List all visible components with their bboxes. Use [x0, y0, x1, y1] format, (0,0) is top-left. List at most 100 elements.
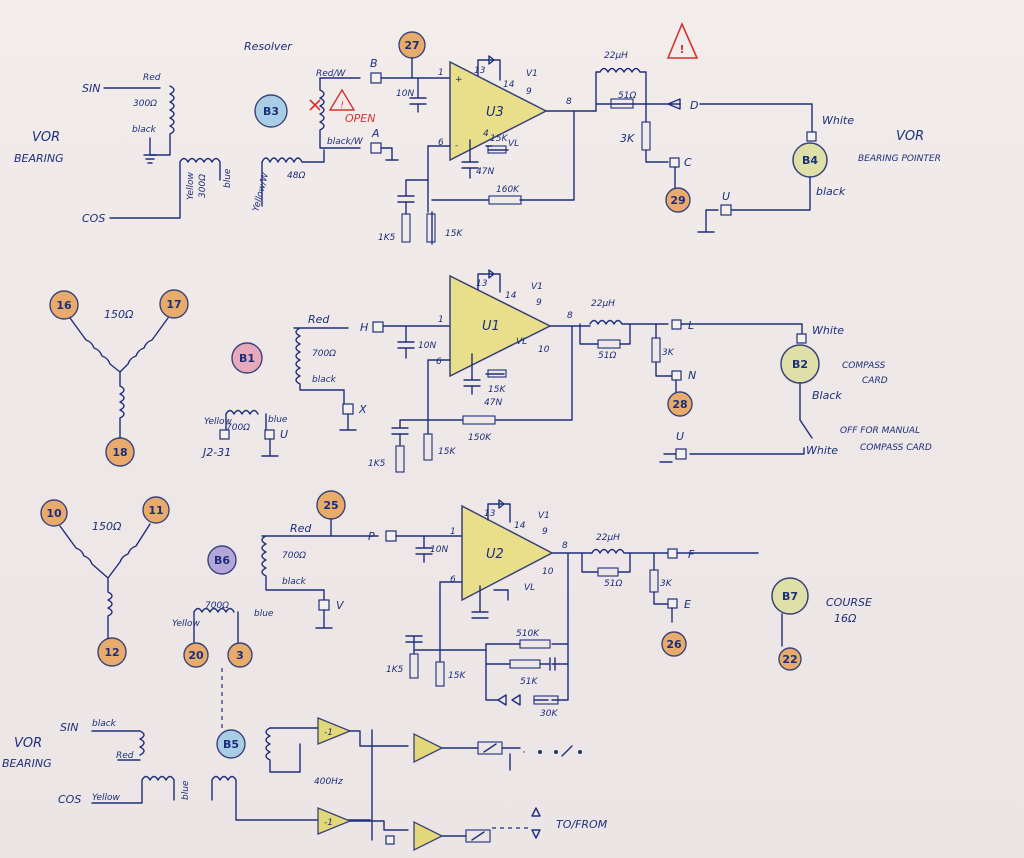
badge-26-label: 26 — [666, 638, 682, 651]
compass-red-label: Red — [308, 313, 330, 326]
compass-black-label2: Black — [812, 389, 842, 402]
vor2-subtitle: BEARING — [2, 757, 52, 770]
pin-badge-29 — [665, 187, 691, 213]
u1-r51 — [597, 339, 621, 349]
u1-pin8: 8 — [567, 311, 573, 321]
pointer-black-label: black — [816, 185, 846, 198]
course-synchro-windings — [59, 523, 151, 639]
course-section: 10 11 12 150Ω B6 25 Red 700Ω black V Yel… — [40, 490, 872, 719]
u3-v1: V1 — [526, 69, 538, 79]
u2-r510k-label: 510K — [516, 629, 540, 639]
compass-card-lead — [680, 323, 803, 339]
u3-top-network — [477, 55, 501, 81]
badge-12-label: 12 — [104, 646, 119, 659]
inverter-outputs — [349, 729, 409, 841]
u2-cap-label: 10N — [430, 545, 448, 555]
u2-r1k5 — [409, 653, 419, 679]
pin-x — [342, 403, 354, 415]
u3-output-filter — [595, 67, 681, 112]
r300a-label: 300Ω — [133, 99, 157, 109]
pin-x-ground — [339, 413, 357, 431]
pin-u-label: U — [722, 190, 730, 203]
u2-output-filter — [581, 548, 669, 573]
u1-bottom-network — [463, 353, 505, 395]
u3-pin9: 9 — [526, 87, 532, 97]
badge-29-label: 29 — [670, 194, 685, 207]
b5-winding-2 — [265, 727, 301, 773]
course-meter-lead — [676, 552, 783, 647]
resolver-label: Resolver — [244, 40, 293, 53]
compass-yellow-label: Yellow — [204, 417, 233, 427]
tofrom-section: VOR BEARING SIN black Red COS Yellow blu… — [2, 668, 608, 852]
u2-pin13: 13 — [484, 509, 496, 519]
sin2-red-label: Red — [116, 751, 134, 761]
off-line1: OFF FOR MANUAL — [840, 426, 920, 436]
inverter-1 — [317, 717, 352, 745]
u3-pin13: 13 — [474, 66, 486, 76]
compass-rotor — [293, 327, 349, 405]
pin-u — [720, 204, 732, 216]
badge-28-label: 28 — [672, 398, 687, 411]
u3-feedback — [427, 110, 597, 245]
inverter-2-gain: -1 — [324, 818, 333, 828]
red-w-label: Red/W — [316, 69, 347, 79]
u2-vl: VL — [524, 583, 535, 593]
pin-j2 — [219, 429, 230, 440]
b6-bubble — [207, 545, 237, 575]
u2-ind-label: 22µH — [596, 533, 620, 543]
u1-r51-label: 51Ω — [598, 351, 616, 361]
annunciator-switch — [561, 745, 573, 757]
sin-label: SIN — [82, 82, 100, 95]
vor-subtitle: BEARING — [14, 152, 64, 165]
pointer-title: VOR — [896, 129, 924, 144]
compass-r700b-label: 700Ω — [226, 423, 250, 433]
ground-symbol — [143, 154, 157, 164]
compass-black-label: black — [312, 375, 337, 385]
sin2-label: SIN — [60, 721, 78, 734]
u1-pin13: 13 — [476, 279, 488, 289]
u3-pin6: 6 — [438, 138, 444, 148]
compass-section: 16 17 18 150Ω B1 Red 700Ω black X Yellow… — [49, 269, 932, 473]
r48-label: 48Ω — [287, 171, 305, 181]
cos2-yellow-label: Yellow — [92, 793, 121, 803]
pin-v-label: V — [336, 599, 345, 612]
u1-pin10: 10 — [538, 345, 550, 355]
pin-p-label: P — [368, 530, 375, 543]
badge-20-label: 20 — [188, 649, 204, 662]
u3-r15k-gnd — [426, 213, 436, 243]
u1-v1: V1 — [531, 282, 543, 292]
u3-r3k-label: 3K — [620, 132, 635, 145]
u3-pin14: 14 — [503, 80, 515, 90]
resolver-stator — [261, 149, 325, 163]
u2-r51 — [597, 567, 619, 577]
u2-r30k-label: 30K — [540, 709, 558, 719]
pin-u-small-label: U — [280, 428, 288, 441]
u1-input-network — [382, 325, 451, 359]
pin-u-small — [264, 429, 275, 440]
u2-r510k — [519, 639, 551, 649]
u3-r15k — [487, 145, 507, 154]
u3-r160k-label: 160K — [496, 185, 520, 195]
u2-pin9: 9 — [542, 527, 548, 537]
pin-small — [385, 835, 395, 845]
wire-black-label: black — [132, 125, 157, 135]
cos2-winding — [91, 775, 175, 804]
u2-top-network — [487, 499, 511, 523]
course-red-label: Red — [290, 522, 312, 535]
relay-2-coil — [471, 831, 485, 841]
cos-label: COS — [82, 212, 105, 225]
wire-red-label: Red — [143, 73, 161, 83]
badge-17-label: 17 — [166, 298, 181, 311]
course-blue-label: blue — [254, 609, 274, 619]
pin-l-label: L — [688, 319, 694, 332]
u3-input-network — [380, 57, 451, 113]
u2-r3k — [649, 569, 659, 593]
compass-card-title: COMPASS — [842, 361, 886, 371]
u1-cap-label: 10N — [418, 341, 436, 351]
pin-badge-3 — [227, 642, 253, 668]
sin2-winding — [91, 730, 145, 761]
relay-2 — [465, 829, 491, 843]
course-r150-label: 150Ω — [92, 520, 122, 533]
b5-bubble — [216, 729, 246, 759]
